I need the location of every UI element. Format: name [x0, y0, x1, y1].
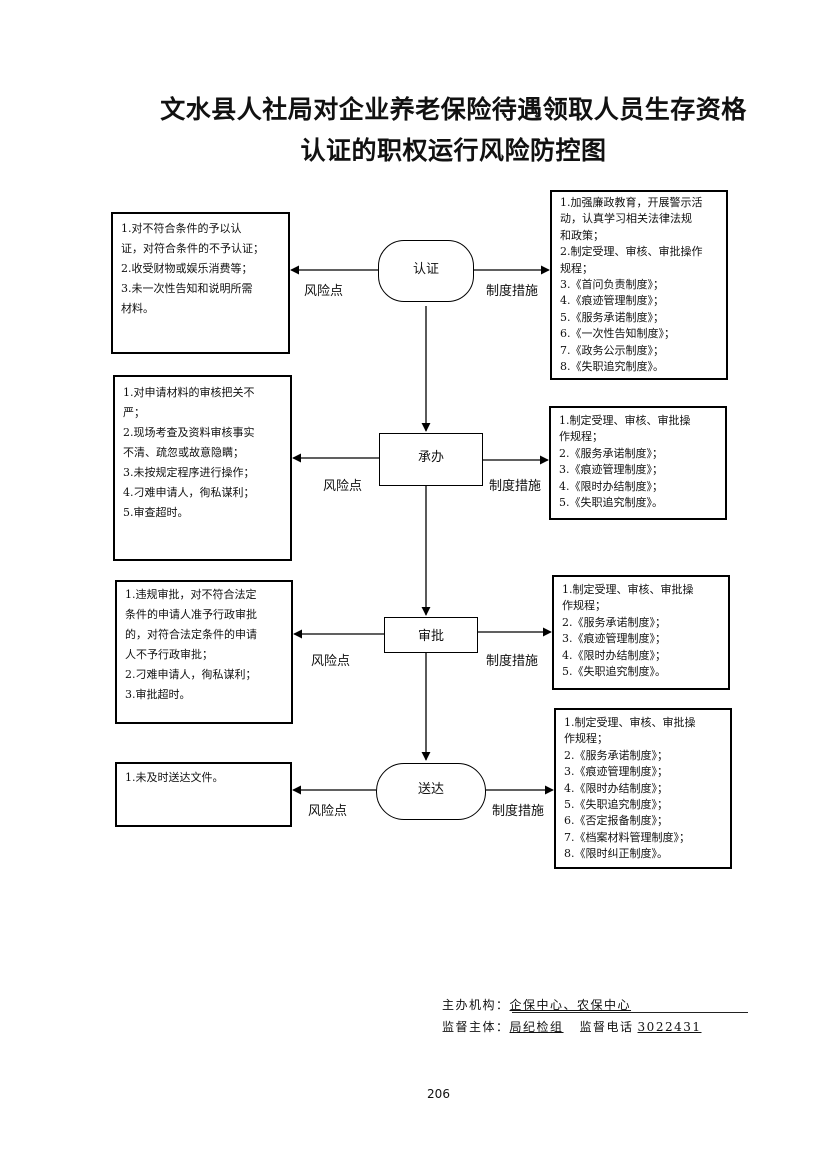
supervisor-label: 监督主体： [442, 1020, 510, 1034]
control-line: 1.加强廉政教育，开展警示活 [560, 196, 703, 209]
risk-line: 条件的申请人准予行政审批 [125, 608, 257, 621]
control-line: 7.《档案材料管理制度》； [564, 830, 690, 844]
control-line: 2.制定受理、审核、审批操作 [560, 245, 703, 259]
risk-line: 4.刁难申请人，徇私谋利； [123, 486, 255, 499]
control-line: 和政策； [560, 228, 604, 242]
risk-line: 1.对不符合条件的予以认 [121, 222, 242, 235]
risk-line: 的，对符合法定条件的申请 [125, 628, 257, 641]
risk-line: 5.审查超时。 [123, 506, 189, 519]
risk-line: 材料。 [121, 302, 154, 315]
risk-line: 1.未及时送达文件。 [125, 771, 224, 784]
control-box-approval: 1.制定受理、审核、审批操 作规程； 2.《服务承诺制度》； 3.《痕迹管理制度… [552, 575, 730, 690]
control-line: 2.《服务承诺制度》； [559, 446, 663, 460]
risk-line: 2.现场考查及资料审核事实 [123, 426, 255, 439]
control-line: 4.《痕迹管理制度》； [560, 294, 664, 308]
control-line: 作规程； [564, 732, 608, 746]
page-title-line-2: 认证的职权运行风险防控图 [300, 136, 607, 165]
risk-line: 严； [123, 406, 145, 419]
control-box-handling: 1.制定受理、审核、审批操 作规程； 2.《服务承诺制度》； 3.《痕迹管理制度… [549, 406, 727, 520]
risk-label: 风险点 [311, 654, 351, 669]
page-number: 206 [427, 1087, 450, 1101]
risk-box-handling: 1.对申请材料的审核把关不 严； 2.现场考查及资料审核事实 不清、疏忽或故意隐… [113, 375, 292, 561]
risk-box-delivery: 1.未及时送达文件。 [115, 762, 292, 827]
control-label: 制度措施 [486, 284, 539, 299]
step-node-certification: 认证 [378, 240, 474, 302]
risk-line: 3.未按规定程序进行操作； [123, 466, 255, 479]
control-label: 制度措施 [492, 804, 545, 819]
organizer-value: 企保中心、农保中心 [509, 998, 632, 1012]
risk-line: 1.违规审批，对不符合法定 [125, 588, 257, 601]
control-line: 5.《失职追究制度》； [564, 798, 668, 812]
step-node-label: 审批 [417, 628, 444, 644]
risk-line: 人不予行政审批； [125, 648, 213, 661]
risk-line: 2.收受财物或娱乐消费等； [121, 262, 253, 275]
control-line: 3.《痕迹管理制度》； [562, 632, 666, 646]
control-line: 作规程； [559, 430, 603, 444]
footer-organizer: 主办机构：企保中心、农保中心 [442, 996, 631, 1013]
supervisor-value: 局纪检组 [509, 1020, 564, 1034]
control-line: 2.《服务承诺制度》； [562, 615, 666, 629]
control-line: 3.《痕迹管理制度》； [559, 463, 663, 477]
step-node-label: 送达 [417, 782, 444, 797]
control-line: 6.《否定报备制度》； [564, 814, 668, 828]
risk-box-approval: 1.违规审批，对不符合法定 条件的申请人准予行政审批 的，对符合法定条件的申请 … [115, 580, 293, 724]
control-box-certification: 1.加强廉政教育，开展警示活 动，认真学习相关法律法规 和政策； 2.制定受理、… [550, 190, 728, 380]
risk-line: 2.刁难申请人，徇私谋利； [125, 668, 257, 681]
control-line: 4.《限时办结制度》； [559, 479, 663, 493]
control-line: 5.《失职追究制度》。 [559, 496, 663, 510]
footer-rule [512, 1012, 748, 1013]
control-line: 8.《失职追究制度》。 [560, 360, 664, 374]
risk-label: 风险点 [304, 284, 344, 299]
control-line: 5.《服务承诺制度》； [560, 310, 664, 324]
control-line: 1.制定受理、审核、审批操 [564, 716, 696, 729]
risk-box-certification: 1.对不符合条件的予以认 证，对符合条件的不予认证； 2.收受财物或娱乐消费等；… [111, 212, 290, 354]
risk-line: 不清、疏忽或故意隐瞒； [123, 446, 244, 459]
control-line: 1.制定受理、审核、审批操 [559, 414, 691, 427]
step-node-handling: 承办 [379, 433, 483, 486]
step-node-label: 承办 [417, 450, 444, 465]
risk-line: 3.未一次性告知和说明所需 [121, 282, 253, 295]
risk-line: 3.审批超时。 [125, 688, 191, 701]
control-label: 制度措施 [489, 479, 542, 494]
phone-label: 监督电话 [579, 1020, 634, 1034]
organizer-label: 主办机构： [442, 998, 510, 1012]
control-line: 4.《限时办结制度》； [562, 648, 666, 662]
risk-label: 风险点 [323, 479, 363, 494]
control-line: 动，认真学习相关法律法规 [560, 212, 692, 226]
phone-value: 3022431 [637, 1020, 702, 1034]
step-node-label: 认证 [412, 261, 439, 277]
risk-line: 证，对符合条件的不予认证； [121, 242, 264, 255]
control-line: 作规程； [562, 599, 606, 613]
control-box-delivery: 1.制定受理、审核、审批操 作规程； 2.《服务承诺制度》； 3.《痕迹管理制度… [554, 708, 732, 869]
control-line: 3.《痕迹管理制度》； [564, 765, 668, 779]
control-line: 3.《首问负责制度》； [560, 278, 664, 292]
page-title-line-1: 文水县人社局对企业养老保险待遇领取人员生存资格 [160, 95, 747, 124]
control-line: 规程； [560, 261, 593, 275]
step-node-delivery: 送达 [376, 763, 486, 820]
control-line: 7.《政务公示制度》； [560, 343, 664, 357]
step-node-approval: 审批 [384, 617, 478, 653]
control-line: 8.《限时纠正制度》。 [564, 847, 668, 861]
control-label: 制度措施 [486, 654, 539, 669]
control-line: 2.《服务承诺制度》； [564, 748, 668, 762]
control-line: 6.《一次性告知制度》； [560, 327, 675, 341]
risk-line: 1.对申请材料的审核把关不 [123, 386, 255, 399]
control-line: 5.《失职追究制度》。 [562, 665, 666, 679]
control-line: 4.《限时办结制度》； [564, 781, 668, 795]
risk-label: 风险点 [308, 804, 348, 819]
control-line: 1.制定受理、审核、审批操 [562, 583, 694, 596]
